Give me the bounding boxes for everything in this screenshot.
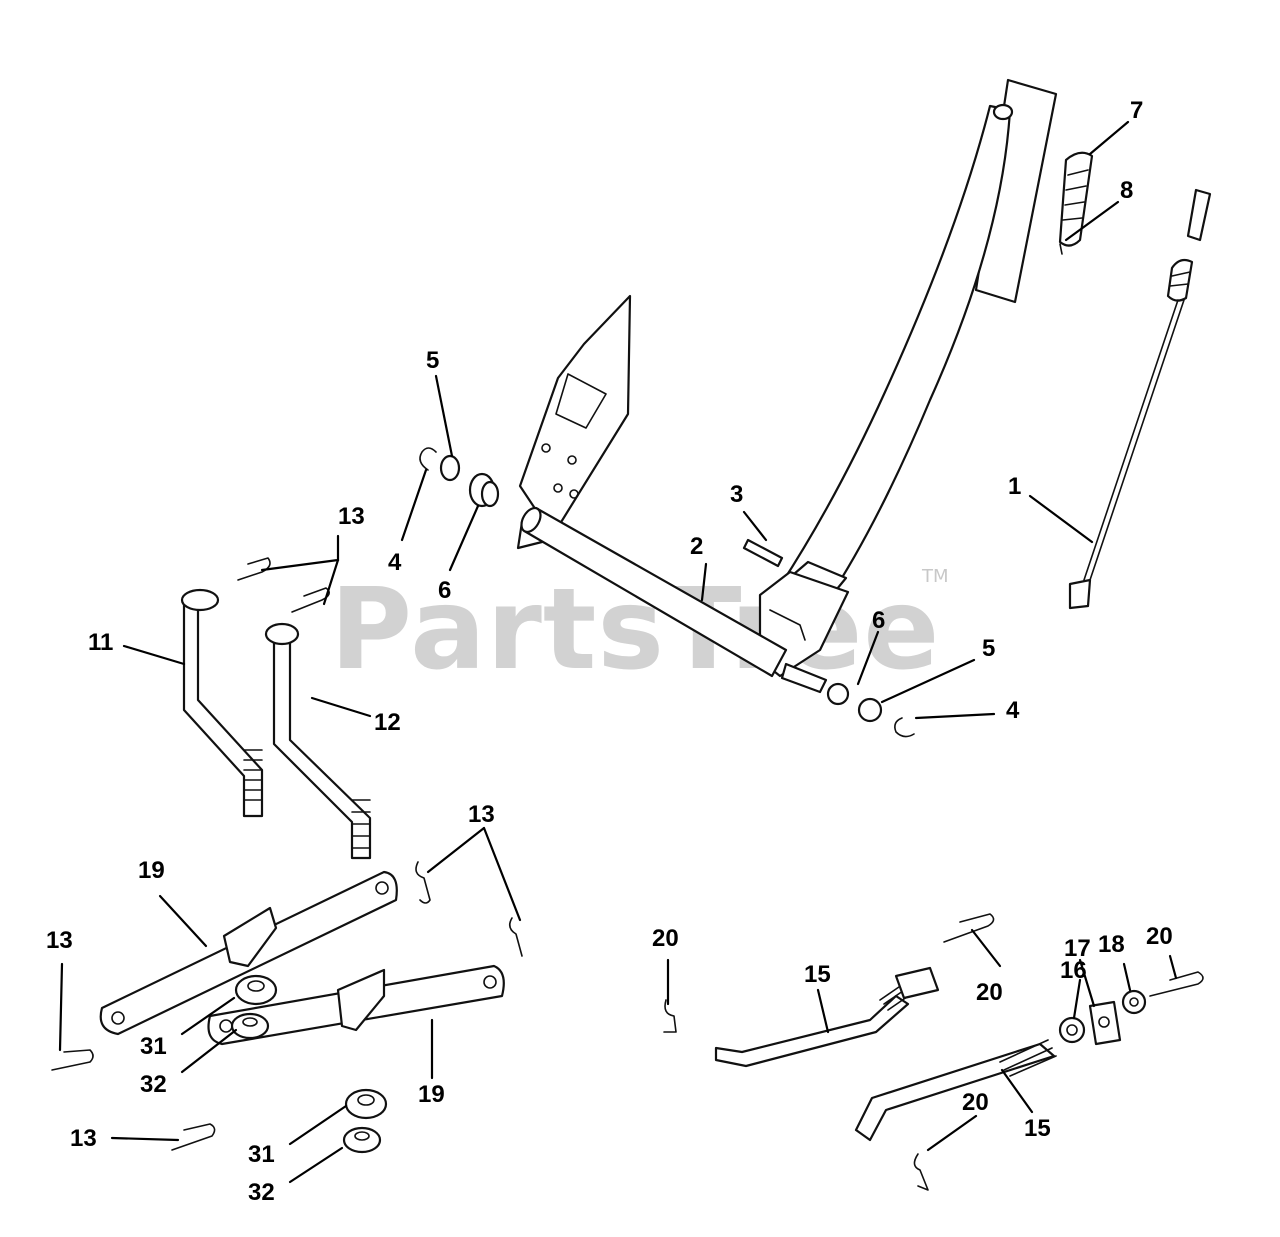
callout-3: 3 (730, 481, 743, 508)
callout-13-c: 13 (46, 927, 73, 954)
pin-part-8[interactable] (1059, 243, 1063, 255)
callout-8: 8 (1120, 177, 1133, 204)
clip-part-13-f[interactable] (171, 1123, 216, 1151)
callout-4-lower: 4 (1006, 697, 1020, 724)
callout-31-a: 31 (140, 1033, 167, 1060)
leader-lines (58, 120, 1178, 1184)
watermark-trademark: TM (921, 566, 949, 587)
bushing-part-31-b[interactable] (344, 1088, 388, 1120)
bushing-part-6-lower[interactable] (826, 682, 850, 706)
callout-11: 11 (88, 629, 113, 656)
rod-part-15-lower[interactable] (854, 1039, 1057, 1142)
callout-15-upper: 15 (804, 961, 831, 988)
hairpin-clip-part-13-a[interactable] (237, 557, 271, 581)
cable-part-1[interactable] (1068, 188, 1212, 610)
callout-31-b: 31 (248, 1141, 275, 1168)
bushing-part-31-a[interactable] (234, 974, 278, 1006)
bushing-part-6-upper[interactable] (468, 472, 500, 508)
clip-part-20-a[interactable] (663, 999, 677, 1033)
nut-part-32-a[interactable] (230, 1012, 270, 1040)
callout-19-lower: 19 (418, 1081, 445, 1108)
callout-20-b: 20 (976, 979, 1003, 1006)
shaft-part-2[interactable] (518, 505, 828, 694)
pin-part-3[interactable] (742, 538, 784, 568)
hairpin-clip-part-13-b[interactable] (291, 587, 330, 613)
callout-5-upper: 5 (426, 347, 439, 374)
callout-numbers: 1 2 3 4 4 5 5 6 6 7 8 11 12 13 13 13 13 … (46, 97, 1173, 1206)
clip-part-13-e[interactable] (51, 1049, 94, 1071)
clip-part-20-d[interactable] (913, 1153, 929, 1191)
callout-19-upper: 19 (138, 857, 165, 884)
clip-part-20-c[interactable] (1149, 971, 1204, 997)
callout-20-a: 20 (652, 925, 679, 952)
callout-17: 17 (1064, 935, 1091, 962)
washer-part-5-lower[interactable] (857, 697, 883, 723)
block-part-17[interactable] (1088, 1000, 1122, 1046)
callout-20-c: 20 (1146, 923, 1173, 950)
washer-part-18[interactable] (1121, 989, 1147, 1015)
clip-part-13-d[interactable] (508, 917, 523, 957)
callout-18: 18 (1098, 931, 1125, 958)
callout-4-upper: 4 (388, 549, 402, 576)
callout-2: 2 (690, 533, 703, 560)
callout-7: 7 (1130, 97, 1143, 124)
callout-32-a: 32 (140, 1071, 167, 1098)
callout-32-b: 32 (248, 1179, 275, 1206)
callout-16: 16 (1060, 957, 1087, 984)
callout-1: 1 (1008, 473, 1021, 500)
nut-part-16[interactable] (1058, 1016, 1086, 1044)
callout-15-lower: 15 (1024, 1115, 1051, 1142)
clip-part-13-c[interactable] (415, 861, 431, 904)
lift-arm-part-19-lower[interactable] (207, 964, 505, 1046)
lift-link-part-12[interactable] (264, 622, 372, 860)
callout-6-upper: 6 (438, 577, 451, 604)
callout-6-lower: 6 (872, 607, 885, 634)
rod-part-15-upper[interactable] (714, 966, 940, 1068)
lift-arm-part-19-upper[interactable] (99, 870, 398, 1036)
lift-link-part-11[interactable] (180, 588, 264, 818)
grip-part-7[interactable] (1058, 151, 1094, 247)
washer-part-5-upper[interactable] (439, 454, 461, 482)
nut-part-32-b[interactable] (342, 1126, 382, 1154)
callout-12: 12 (374, 709, 401, 736)
clip-part-4-lower[interactable] (894, 717, 915, 738)
clip-part-4-upper[interactable] (419, 447, 437, 471)
clip-part-20-b[interactable] (943, 913, 995, 943)
callout-5-lower: 5 (982, 635, 995, 662)
callout-13-d: 13 (70, 1125, 97, 1152)
callout-13-b: 13 (468, 801, 495, 828)
callout-20-d: 20 (962, 1089, 989, 1116)
callout-13-a: 13 (338, 503, 365, 530)
